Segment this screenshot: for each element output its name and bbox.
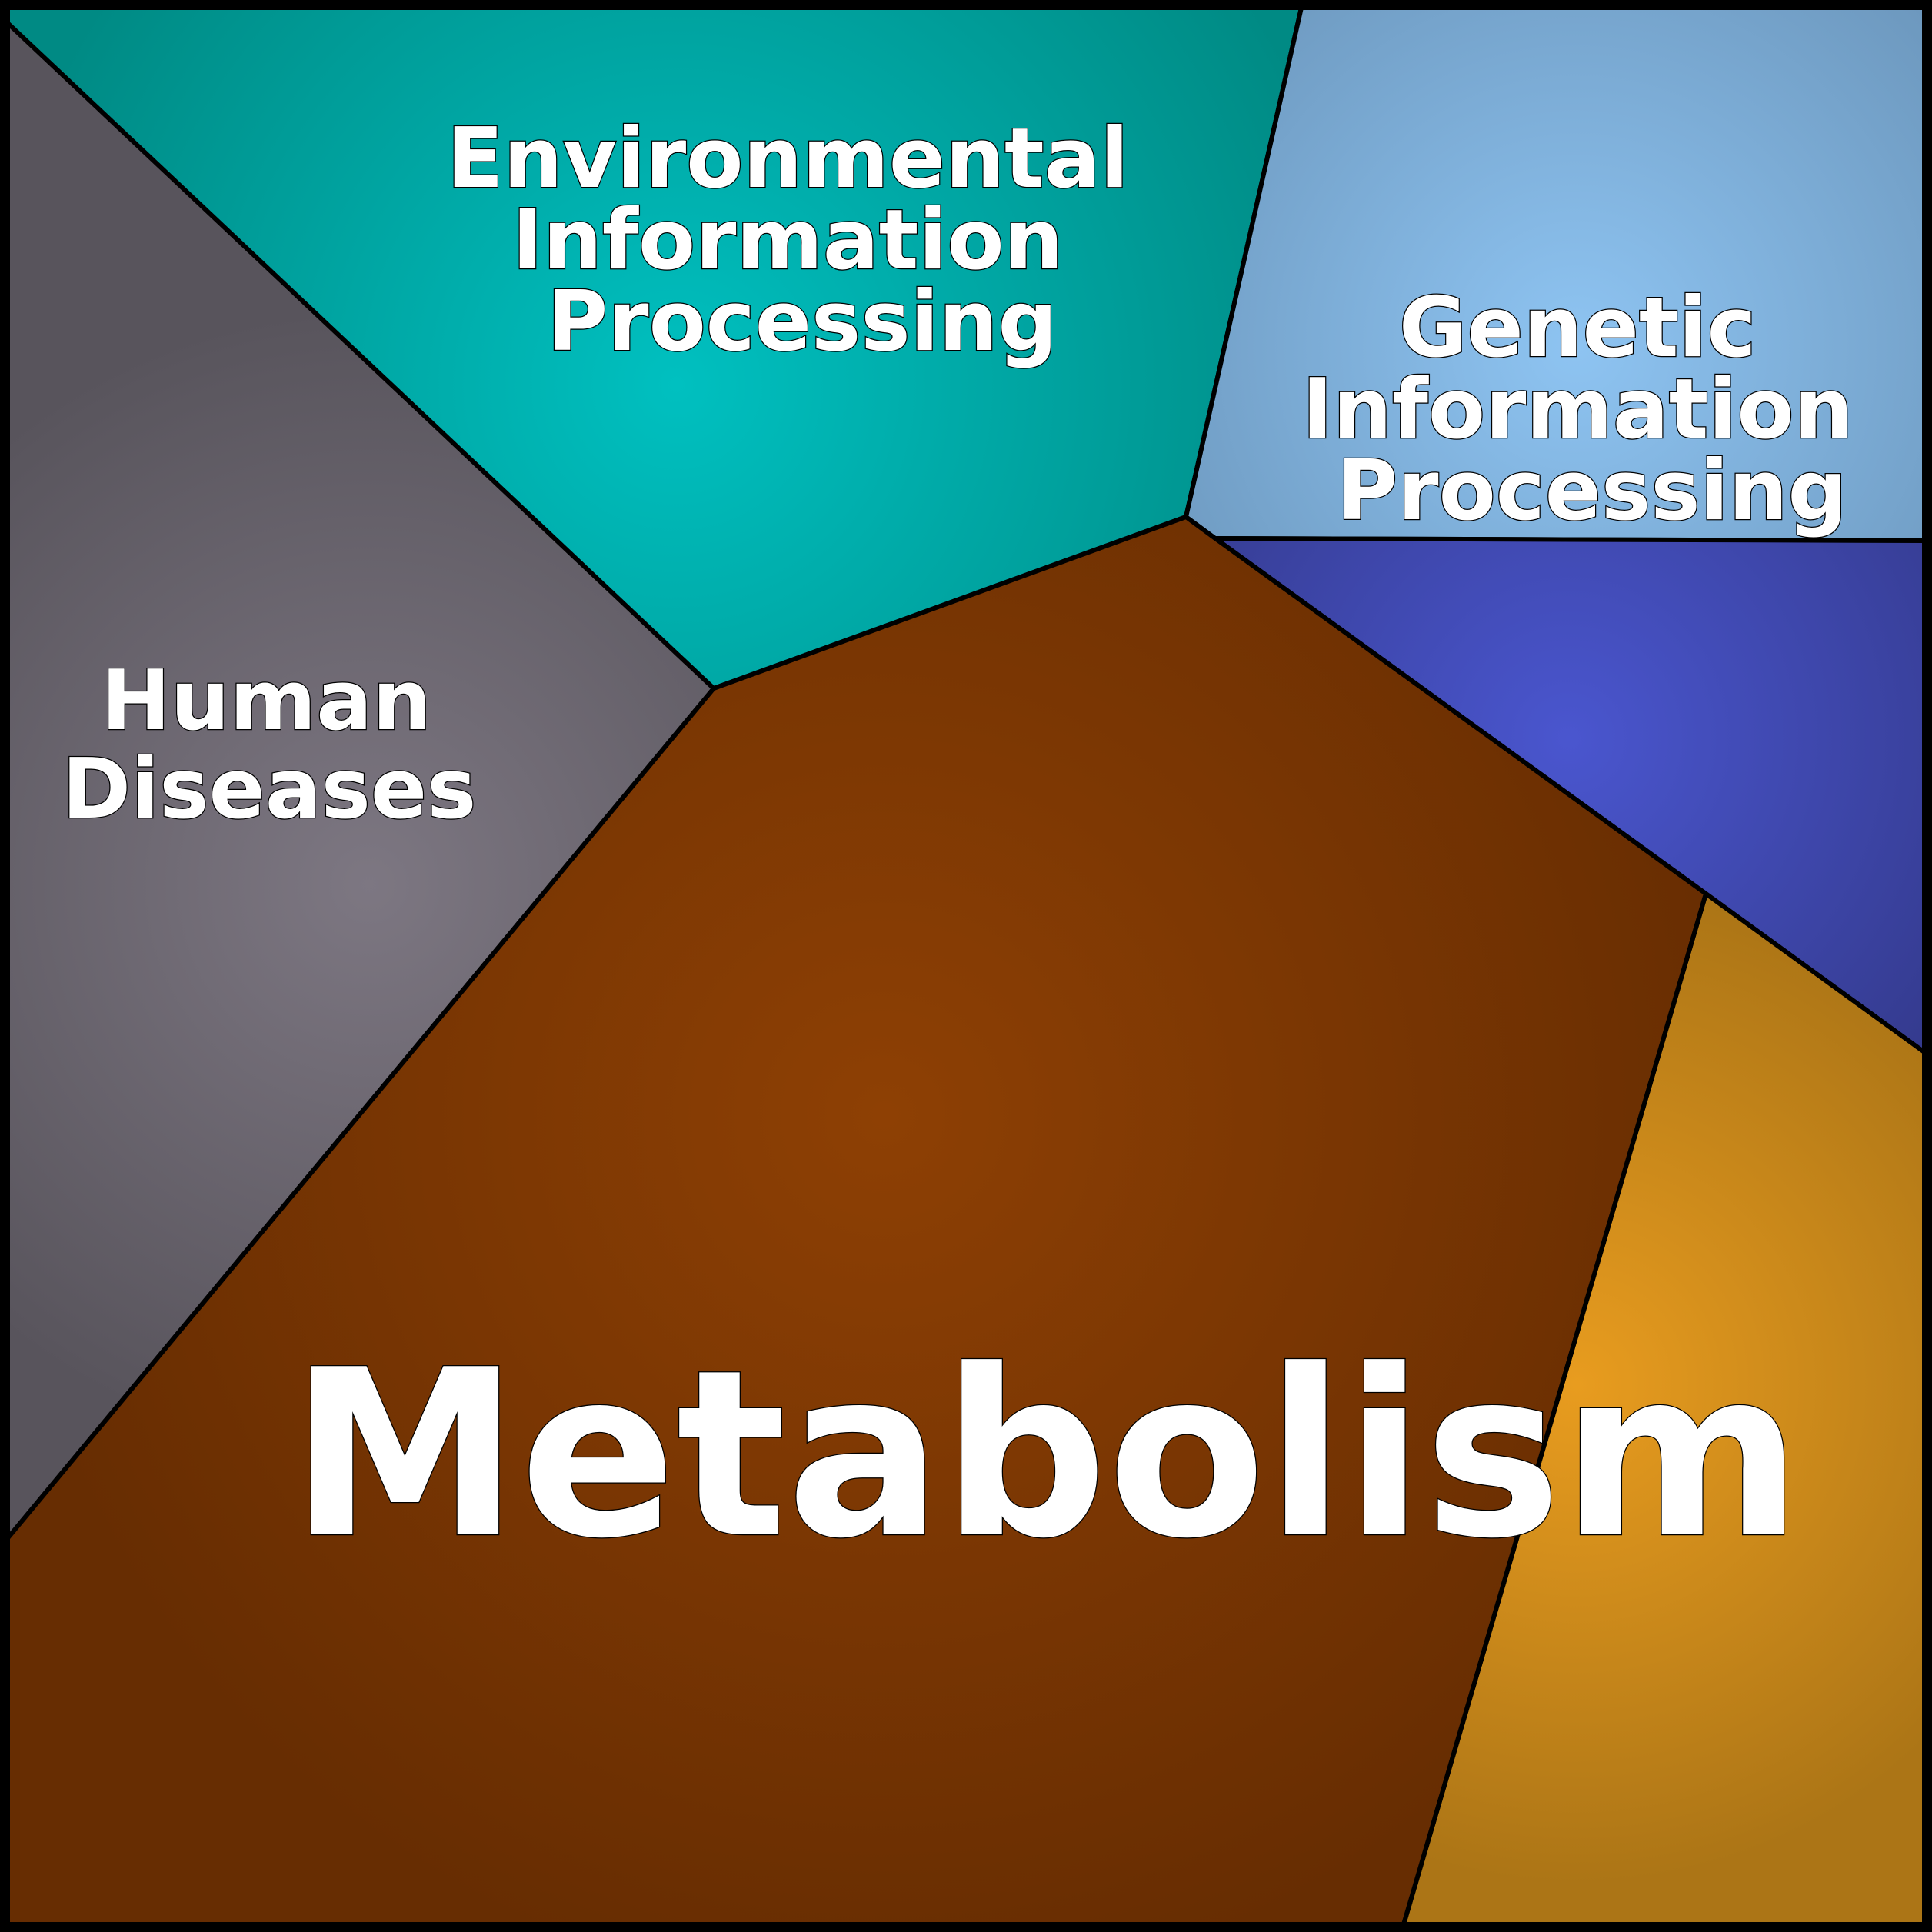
human-diseases-label: Human Diseases: [62, 653, 477, 838]
metabolism-label: Metabolism: [290, 1321, 1802, 1589]
genetic-information-processing-label: Genetic Information Processing: [1302, 280, 1882, 539]
metabolism-region[interactable]: [5, 515, 1708, 1927]
environmental-information-processing-label: Environmental Information Processing: [447, 111, 1158, 370]
